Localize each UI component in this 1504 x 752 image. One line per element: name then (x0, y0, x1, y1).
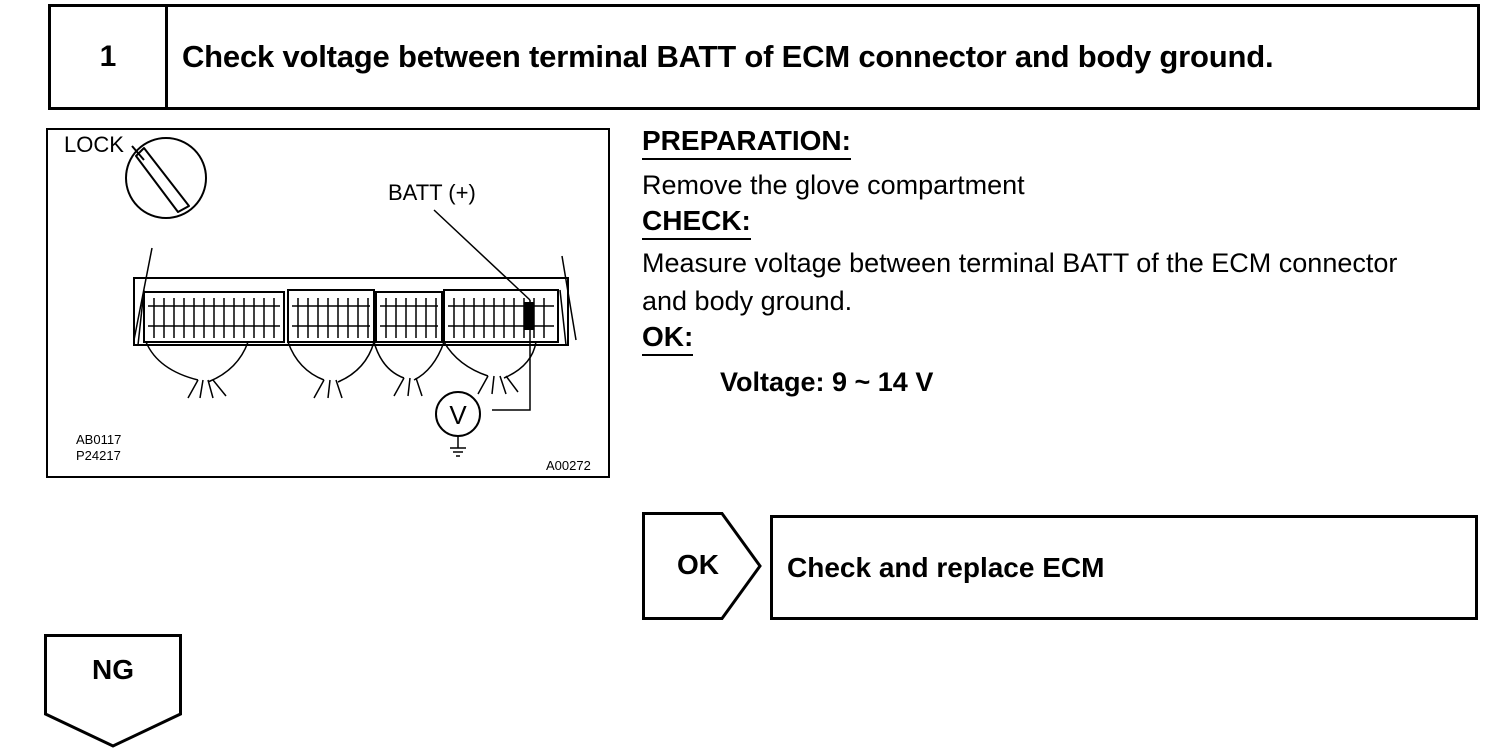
check-text-line2: and body ground. (642, 286, 853, 316)
ok-branch-result: Check and replace ECM (770, 515, 1478, 620)
preparation-text: Remove the glove compartment (642, 170, 1025, 200)
step-number: 1 (51, 7, 168, 107)
batt-terminal-label: BATT (+) (388, 180, 476, 205)
check-heading: CHECK: (642, 204, 751, 240)
ecm-connector (133, 277, 569, 346)
preparation-heading: PREPARATION: (642, 124, 851, 160)
ng-arrow-icon (44, 634, 182, 748)
ecm-connector-figure: LOCK BATT (+) (46, 128, 610, 478)
ok-voltage-spec: Voltage: 9 ~ 14 V (720, 367, 934, 397)
voltmeter-symbol: V (449, 400, 467, 430)
check-text-line1: Measure voltage between terminal BATT of… (642, 248, 1398, 278)
ng-branch: NG (44, 634, 184, 750)
ok-branch-label: OK (677, 549, 719, 580)
step-title: Check voltage between terminal BATT of E… (182, 39, 1274, 74)
ground-icon (450, 447, 466, 457)
ref-code-2: P24217 (76, 448, 121, 463)
ng-branch-label: NG (92, 654, 134, 685)
ref-code-1: AB0117 (76, 432, 121, 447)
wire-harnesses (145, 341, 537, 399)
ok-arrow-icon (642, 512, 762, 620)
ignition-key-icon (125, 137, 207, 219)
lock-label: LOCK (64, 132, 124, 157)
ecm-connector-diagram: LOCK BATT (+) (64, 132, 591, 473)
figure-code: A00272 (546, 458, 591, 473)
voltmeter-icon: V (435, 391, 481, 448)
step-header: 1 Check voltage between terminal BATT of… (48, 4, 1480, 110)
ok-heading: OK: (642, 320, 694, 356)
ok-branch: OK Check and replace ECM (642, 512, 1482, 624)
